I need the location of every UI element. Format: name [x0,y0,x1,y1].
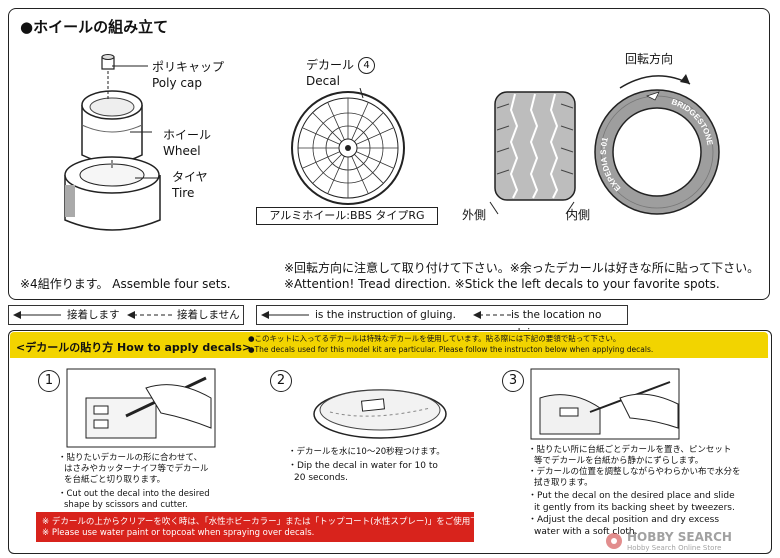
outer-side-label: 外側 [462,208,487,222]
step-3-jp-2: 等でデカールを台紙から静かにずらします。 [534,456,704,466]
glue-label-jp: 接着します [67,309,120,321]
step-1-en-1: ・Cut out the decal into the desired [58,489,210,499]
inner-side-label: 内側 [566,208,591,222]
clear-coat-warning: ※ デカールの上からクリアーを吹く時は、「水性ホビーカラー」または「トップコート… [36,512,504,542]
warning-jp: ※ デカールの上からクリアーを吹く時は、「水性ホビーカラー」または「トップコート… [42,517,505,527]
wheel-face-illustration [291,88,405,205]
step-2-jp-1: ・デカールを水に10～20秒程つけます。 [288,447,445,457]
step-3-illustration [530,368,680,440]
watermark-title: HOBBY SEARCH [627,530,732,544]
step-1-number: 1 [38,370,60,392]
step-1-en-2: shape by scissors and cutter. [64,500,188,510]
tire-tread-illustration [494,91,576,201]
step-3-jp-4: 拭き取ります。 [534,478,593,488]
section-title: ●ホイールの組み立て [20,18,169,36]
assemble-note: ※4組作ります。 Assemble four sets. [20,277,231,291]
hobby-search-logo-icon [606,533,622,549]
step-3-en-2: it gently from its backing sheet by twee… [534,503,735,513]
step-1-jp-1: ・貼りたいデカールの形に合わせて、 [58,453,203,463]
attention-jp: ※回転方向に注意して取り付けて下さい。※余ったデカールは好きな所に貼って下さい。 [284,261,760,275]
step-1-jp-2: はさみやカッターナイフ等でデカール [64,464,209,474]
step-2-number: 2 [270,370,292,392]
step-3-number: 3 [502,370,524,392]
wheel-assembly-illustration [64,54,161,231]
step-3-en-3: ・Adjust the decal position and dry exces… [528,515,720,525]
step-1-jp-3: を台紙ごと切り取ります。 [64,475,166,485]
dashed-arrow-en-icon [473,311,511,319]
decal-number-circle: 4 [358,57,375,74]
side-arrows [489,201,575,215]
step-3-en-4: water with a soft cloth. [534,527,638,537]
decal-label-en: Decal [306,74,340,88]
step-2-en-2: 20 seconds. [294,473,348,483]
tire-side-illustration: EXPEDIA S-01 BRIDGESTONE [594,89,720,215]
direction-arrow-icon [619,74,691,89]
tire-label-jp: タイヤ [172,170,208,184]
howto-header-en: ●The decals used for this model kit are … [248,345,654,354]
howto-header [10,332,768,358]
step-3-jp-1: ・貼りたい所に台紙ごとデカールを置き、ピンセット [528,445,732,455]
step-1-illustration [66,368,216,448]
attention-en: ※Attention! Tread direction. ※Stick the … [284,277,720,291]
warning-en: ※ Please use water paint or topcoat when… [42,528,315,538]
polycap-label-jp: ポリキャップ [152,60,225,74]
howto-title: <デカールの貼り方 How to apply decals> [16,341,252,354]
wheel-label-jp: ホイール [163,128,212,142]
glue-legend-en: is the instruction of gluing. is the loc… [256,305,628,339]
howto-header-jp: ●このキットに入ってるデカールは特殊なデカールを使用しています。貼る際には下記の… [248,334,621,343]
polycap-label-en: Poly cap [152,76,202,90]
step-3-en-1: ・Put the decal on the desired place and … [528,491,735,501]
glue-label-en: is the instruction of gluing. [315,309,456,321]
decal-label-jp: デカール [306,58,355,72]
hobby-search-watermark: HOBBY SEARCH Hobby Search Online Store [605,530,775,554]
solid-arrow-en-icon [261,311,309,319]
label-leaders [112,65,160,179]
direction-label: 回転方向 [625,52,674,66]
watermark-subtitle: Hobby Search Online Store [627,544,722,552]
solid-arrow-icon [13,311,61,319]
step-2-illustration [313,389,447,439]
step-2-en-1: ・Dip the decal in water for 10 to [288,461,438,471]
noglue-label-jp: 接着しません [177,309,240,321]
wheel-name-box: アルミホイール:BBS タイプRG [256,207,438,225]
step-3-jp-3: ・デカールの位置を調整しながらやわらかい布で水分を [528,467,741,477]
dashed-arrow-icon [127,311,175,319]
glue-legend-jp: 接着します 接着しません [8,305,244,325]
wheel-label-en: Wheel [163,144,201,158]
tire-label-en: Tire [172,186,195,200]
